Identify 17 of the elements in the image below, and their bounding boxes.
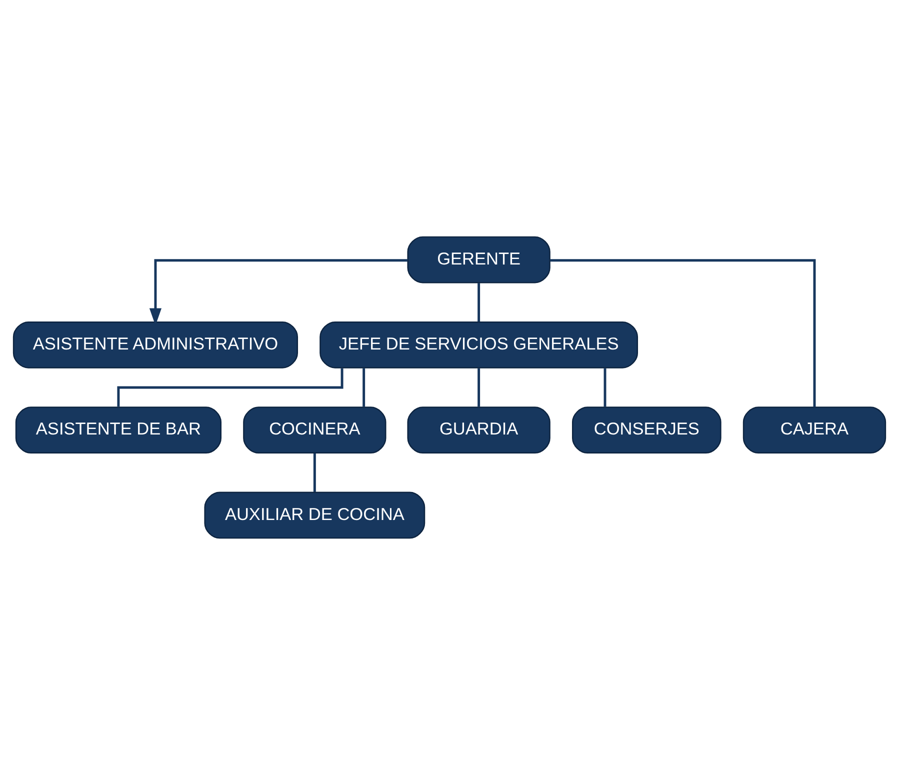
node-box: GERENTE [407,236,550,283]
node-box: ASISTENTE DE BAR [15,406,222,454]
node-box: GUARDIA [407,406,550,454]
connector [604,368,606,406]
connector [478,282,480,322]
node-box: COCINERA [243,406,386,454]
connector [478,368,480,406]
node-box: CAJERA [742,406,886,454]
connector [117,368,344,406]
connector [362,368,366,406]
connector [313,452,316,492]
node-box: JEFE DE SERVICIOS GENERALES [320,320,638,368]
node-box: CONSERJES [572,406,722,454]
node-box: ASISTENTE ADMINISTRATIVO [12,320,298,368]
node-box: AUXILIAR DE COCINA [204,491,426,538]
arrow [149,258,408,326]
connector [550,258,816,407]
